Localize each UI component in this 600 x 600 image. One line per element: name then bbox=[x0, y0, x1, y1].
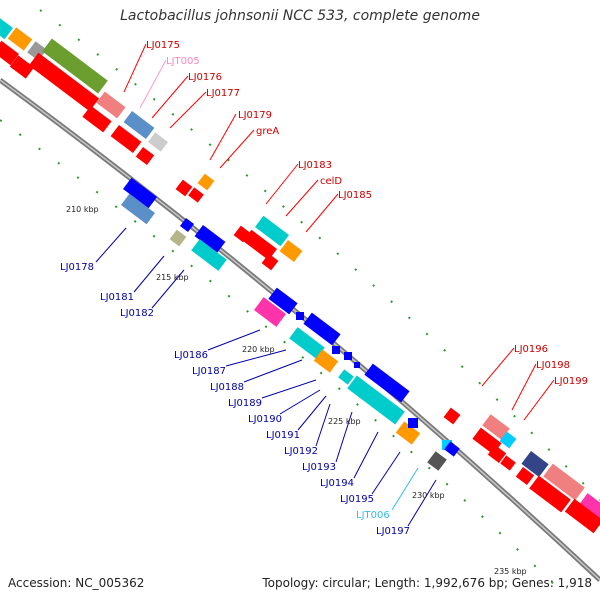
map-title: Lactobacillus johnsonii NCC 533, complet… bbox=[120, 8, 480, 24]
feature-cluster-topleft bbox=[0, 18, 168, 166]
gc-dots-lower bbox=[0, 119, 561, 591]
leader-lines-top bbox=[123, 43, 555, 421]
gene-label: LJ0188 bbox=[210, 382, 244, 393]
gene-label: LJ0185 bbox=[338, 190, 372, 201]
gene-label: LJ0194 bbox=[320, 478, 354, 489]
gene-label: LJ0176 bbox=[188, 72, 222, 83]
gene-label: LJ0175 bbox=[146, 40, 180, 51]
gene-label: LJ0193 bbox=[302, 462, 336, 473]
feature-cluster-mid-upper bbox=[121, 173, 303, 271]
gene-label: LJT006 bbox=[356, 510, 390, 521]
feature-cluster-center bbox=[254, 287, 460, 471]
gene-label: LJ0178 bbox=[60, 262, 94, 273]
gene-label: LJ0181 bbox=[100, 292, 134, 303]
gene-label: LJ0192 bbox=[284, 446, 318, 457]
gc-dots-upper bbox=[39, 9, 600, 501]
feature-cluster-right bbox=[443, 407, 600, 534]
accession-text: Accession: NC_005362 bbox=[8, 576, 145, 590]
gene-label: LJ0182 bbox=[120, 308, 154, 319]
gene-label: greA bbox=[256, 126, 279, 137]
kbp-tick-label: 225 kbp bbox=[328, 417, 361, 426]
gene-label: LJ0189 bbox=[228, 398, 262, 409]
kbp-tick-label: 215 kbp bbox=[156, 273, 189, 282]
kbp-tick-label: 210 kbp bbox=[66, 205, 99, 214]
gene-label: LJ0199 bbox=[554, 376, 588, 387]
gene-label: LJ0179 bbox=[238, 110, 272, 121]
gene-label: LJ0190 bbox=[248, 414, 282, 425]
gene-label: LJ0186 bbox=[174, 350, 208, 361]
kbp-tick-label: 235 kbp bbox=[494, 567, 527, 576]
gene-label: LJ0183 bbox=[298, 160, 332, 171]
gene-label: LJ0198 bbox=[536, 360, 570, 371]
gene-label: LJT005 bbox=[166, 56, 200, 67]
gene-label: LJ0197 bbox=[376, 526, 410, 537]
kbp-tick-label: 230 kbp bbox=[412, 491, 445, 500]
gene-labels-bottom: LJ0178 LJ0181 LJ0182 LJ0186 LJ0187 LJ018… bbox=[60, 262, 410, 537]
gene-label: LJ0187 bbox=[192, 366, 226, 377]
gene-labels-top: LJ0175 LJT005 LJ0176 LJ0177 LJ0179 greA … bbox=[146, 40, 588, 387]
gene-label: LJ0177 bbox=[206, 88, 240, 99]
gene-label: LJ0191 bbox=[266, 430, 300, 441]
genome-info-text: Topology: circular; Length: 1,992,676 bp… bbox=[262, 576, 592, 590]
gene-label: LJ0196 bbox=[514, 344, 548, 355]
kbp-tick-label: 220 kbp bbox=[242, 345, 275, 354]
leader-lines-bottom bbox=[95, 227, 437, 527]
gene-label: LJ0195 bbox=[340, 494, 374, 505]
gene-label: celD bbox=[320, 176, 342, 187]
